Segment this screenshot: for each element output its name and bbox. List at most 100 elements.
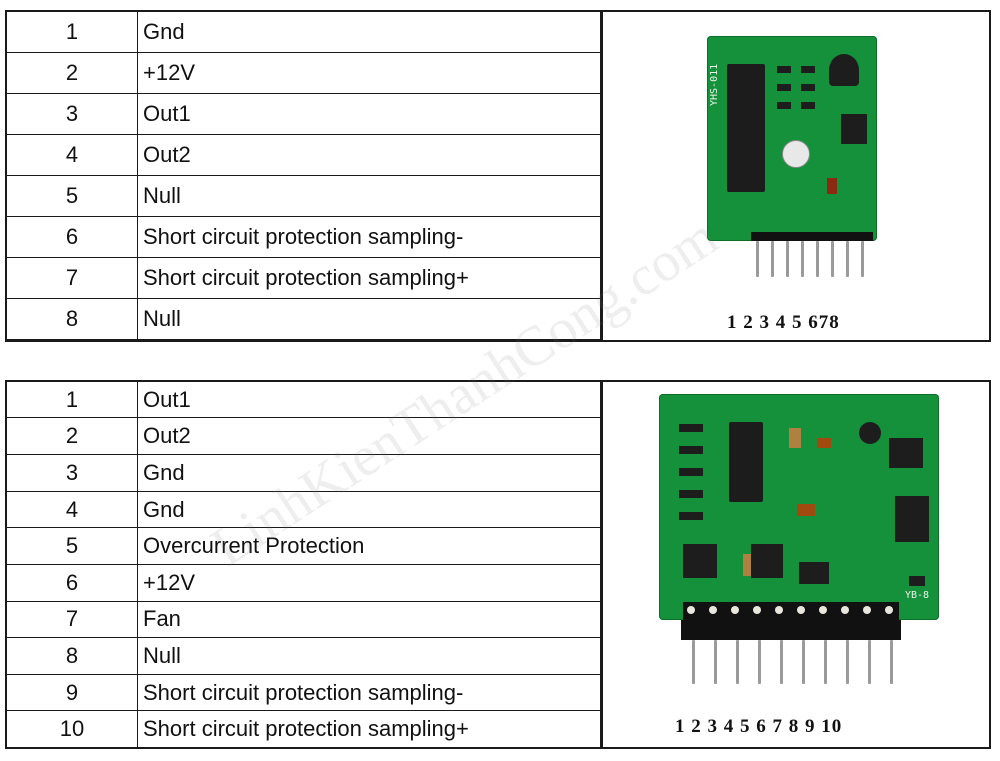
capacitor: [782, 140, 810, 168]
header-pin: [780, 640, 783, 684]
solder-pad: [841, 606, 849, 614]
header-pin: [890, 640, 893, 684]
header-pin: [816, 241, 819, 277]
pin-function-cell: Out1: [137, 382, 601, 419]
smd-part: [777, 84, 791, 91]
solder-pad: [797, 606, 805, 614]
smd-part: [679, 446, 703, 454]
smd-part: [679, 424, 703, 432]
smd-ic: [889, 438, 923, 468]
pin-function-cell: Overcurrent Protection: [137, 527, 601, 565]
plastic-header: [681, 620, 901, 640]
pin-number-cell: 5: [7, 174, 138, 217]
header-pin: [846, 640, 849, 684]
pcb-board-2: YB-8: [659, 394, 939, 620]
smd-part: [777, 102, 791, 109]
pin-function-cell: +12V: [137, 563, 601, 602]
header-pin: [756, 241, 759, 277]
solder-pad: [753, 606, 761, 614]
pin-number-cell: 2: [7, 417, 138, 456]
smd-part: [777, 66, 791, 73]
board-photo-1: YHS-011 1 2 3 4 5 678: [601, 12, 989, 340]
pin-function-cell: Short circuit protection sampling-: [137, 215, 601, 258]
solder-pad: [863, 606, 871, 614]
diode: [827, 178, 837, 194]
pin-number-cell: 8: [7, 297, 138, 340]
pin-number-cell: 3: [7, 454, 138, 492]
pin-function-cell: Null: [137, 297, 601, 340]
smd-part: [679, 468, 703, 476]
transistor: [799, 562, 829, 584]
smd-part: [743, 554, 751, 576]
board-model-label: YHS-011: [709, 63, 720, 106]
pin-number-labels-1: 1 2 3 4 5 678: [727, 312, 840, 333]
pin-function-cell: Null: [137, 637, 601, 675]
smd-part: [909, 576, 925, 586]
pin-function-cell: Out2: [137, 133, 601, 176]
smd-part: [797, 504, 815, 516]
table-row: 6+12V: [7, 563, 601, 602]
pin-number-cell: 4: [7, 133, 138, 176]
pin-function-cell: +12V: [137, 51, 601, 94]
pin-number-cell: [7, 338, 138, 340]
header-pin: [758, 640, 761, 684]
pin-function-cell: Gnd: [137, 490, 601, 529]
smd-ic: [841, 114, 867, 144]
header-pin: [846, 241, 849, 277]
pin-function-cell: Fan: [137, 600, 601, 639]
pin-number-cell: 1: [7, 12, 138, 53]
header-pin: [824, 640, 827, 684]
smd-part: [679, 512, 703, 520]
power-transistor: [895, 496, 929, 542]
solder-pad: [775, 606, 783, 614]
pin-function-cell: Short circuit protection sampling+: [137, 256, 601, 299]
solder-pad: [885, 606, 893, 614]
pin-function-cell: [137, 338, 601, 340]
header-pin: [802, 640, 805, 684]
pin-number-cell: 1: [7, 382, 138, 419]
dip-ic: [727, 64, 765, 192]
pin-number-cell: 5: [7, 527, 138, 565]
pcb-board-1: YHS-011: [707, 36, 877, 241]
smd-part: [789, 428, 801, 448]
pin-number-cell: 2: [7, 51, 138, 94]
pin-function-cell: Short circuit protection sampling-: [137, 673, 601, 712]
header-pin: [771, 241, 774, 277]
pin-number-cell: 6: [7, 215, 138, 258]
pin-number-labels-2: 1 2 3 4 5 6 7 8 9 10: [675, 716, 843, 737]
header-pin: [786, 241, 789, 277]
smd-part: [801, 66, 815, 73]
board-photo-2: YB-8 1 2 3 4 5 6 7 8 9 10: [601, 382, 989, 747]
solder-pad: [731, 606, 739, 614]
pin-function-cell: Short circuit protection sampling+: [137, 710, 601, 747]
transistor: [683, 544, 717, 578]
soic-ic: [729, 422, 763, 502]
pin-number-cell: 7: [7, 600, 138, 639]
solder-pad: [687, 606, 695, 614]
pin-function-cell: Null: [137, 174, 601, 217]
pin-function-cell: Gnd: [137, 12, 601, 53]
board-model-label: YB-8: [905, 590, 930, 601]
solder-pad: [819, 606, 827, 614]
pin-function-cell: Out2: [137, 417, 601, 456]
pin-number-cell: 10: [7, 710, 138, 747]
smd-part: [801, 84, 815, 91]
header-pin: [801, 241, 804, 277]
pin-number-cell: 9: [7, 673, 138, 712]
header-pin: [714, 640, 717, 684]
table-row: 2+12V: [7, 51, 601, 94]
